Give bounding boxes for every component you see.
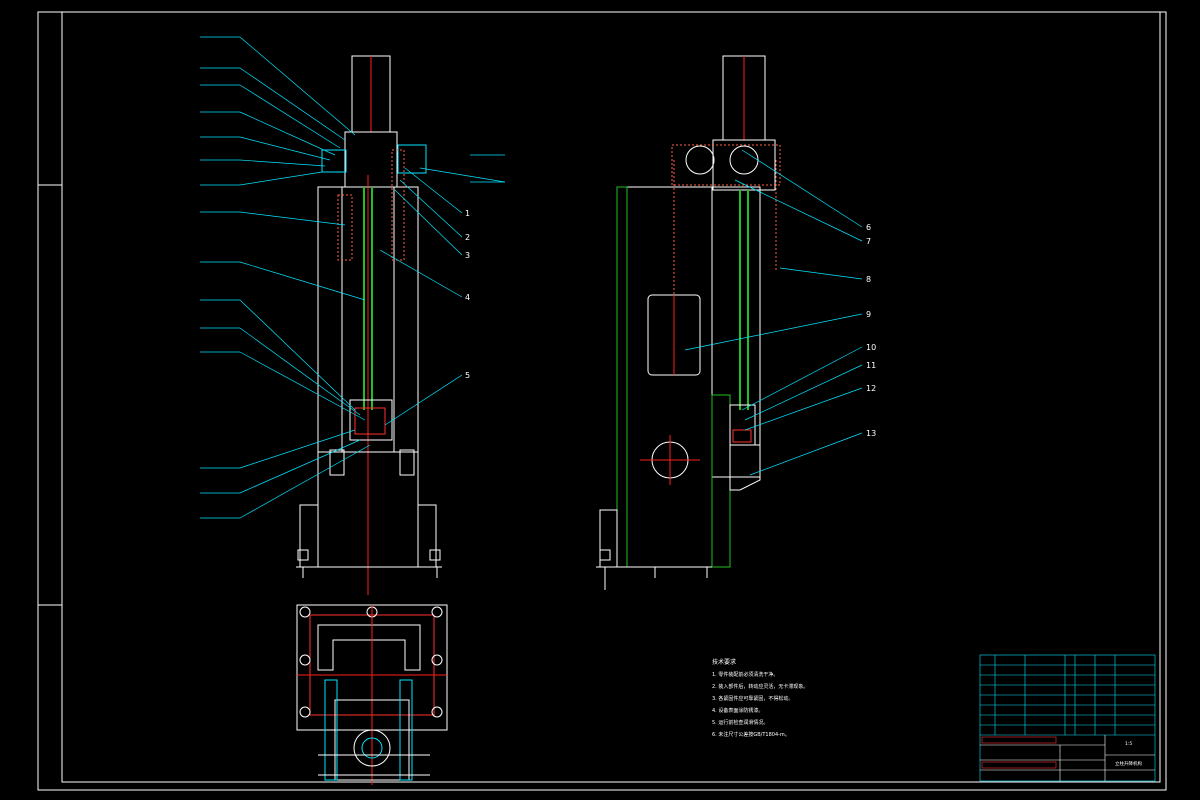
- side-view: [596, 55, 781, 590]
- technical-notes-title: 技术要求: [712, 658, 736, 666]
- balloon-7: 7: [866, 237, 871, 246]
- balloon-11: 11: [866, 361, 876, 370]
- balloon-5: 5: [465, 371, 470, 380]
- technical-notes: 技术要求 1. 零件装配前必须清洗干净。 2. 装入部件后，转动应灵活，无卡滞现…: [712, 658, 808, 738]
- balloon-2: 2: [465, 233, 470, 242]
- balloon-8: 8: [866, 275, 871, 284]
- balloon-labels: 1 2 3 4 5 6 7 8 9 10 11 12 13: [465, 209, 876, 438]
- balloon-10: 10: [866, 343, 876, 352]
- balloon-9: 9: [866, 310, 871, 319]
- technical-note-6: 6. 未注尺寸公差按GB/T1804-m。: [712, 731, 790, 738]
- plan-view: [296, 604, 448, 785]
- technical-note-3: 3. 各紧固件应可靠紧固，不得松动。: [712, 695, 793, 702]
- drawing-scale: 1:5: [1125, 741, 1132, 747]
- side-view-leaders: [684, 149, 863, 476]
- technical-note-1: 1. 零件装配前必须清洗干净。: [712, 671, 778, 678]
- drawing-name: 立柱升降机构: [1115, 760, 1142, 767]
- balloon-12: 12: [866, 384, 876, 393]
- balloon-13: 13: [866, 429, 876, 438]
- technical-note-2: 2. 装入部件后，转动应灵活，无卡滞现象。: [712, 683, 808, 690]
- technical-note-4: 4. 设备表面涂防锈漆。: [712, 707, 763, 714]
- technical-note-5: 5. 运行前检查润滑情况。: [712, 719, 768, 726]
- balloon-1: 1: [465, 209, 470, 218]
- front-view-leaders: [200, 36, 506, 519]
- sheet-frame: [37, 11, 1167, 791]
- balloon-3: 3: [465, 251, 470, 260]
- balloon-6: 6: [866, 223, 871, 232]
- title-block: [979, 654, 1156, 782]
- balloon-4: 4: [465, 293, 470, 302]
- front-view: [296, 55, 442, 595]
